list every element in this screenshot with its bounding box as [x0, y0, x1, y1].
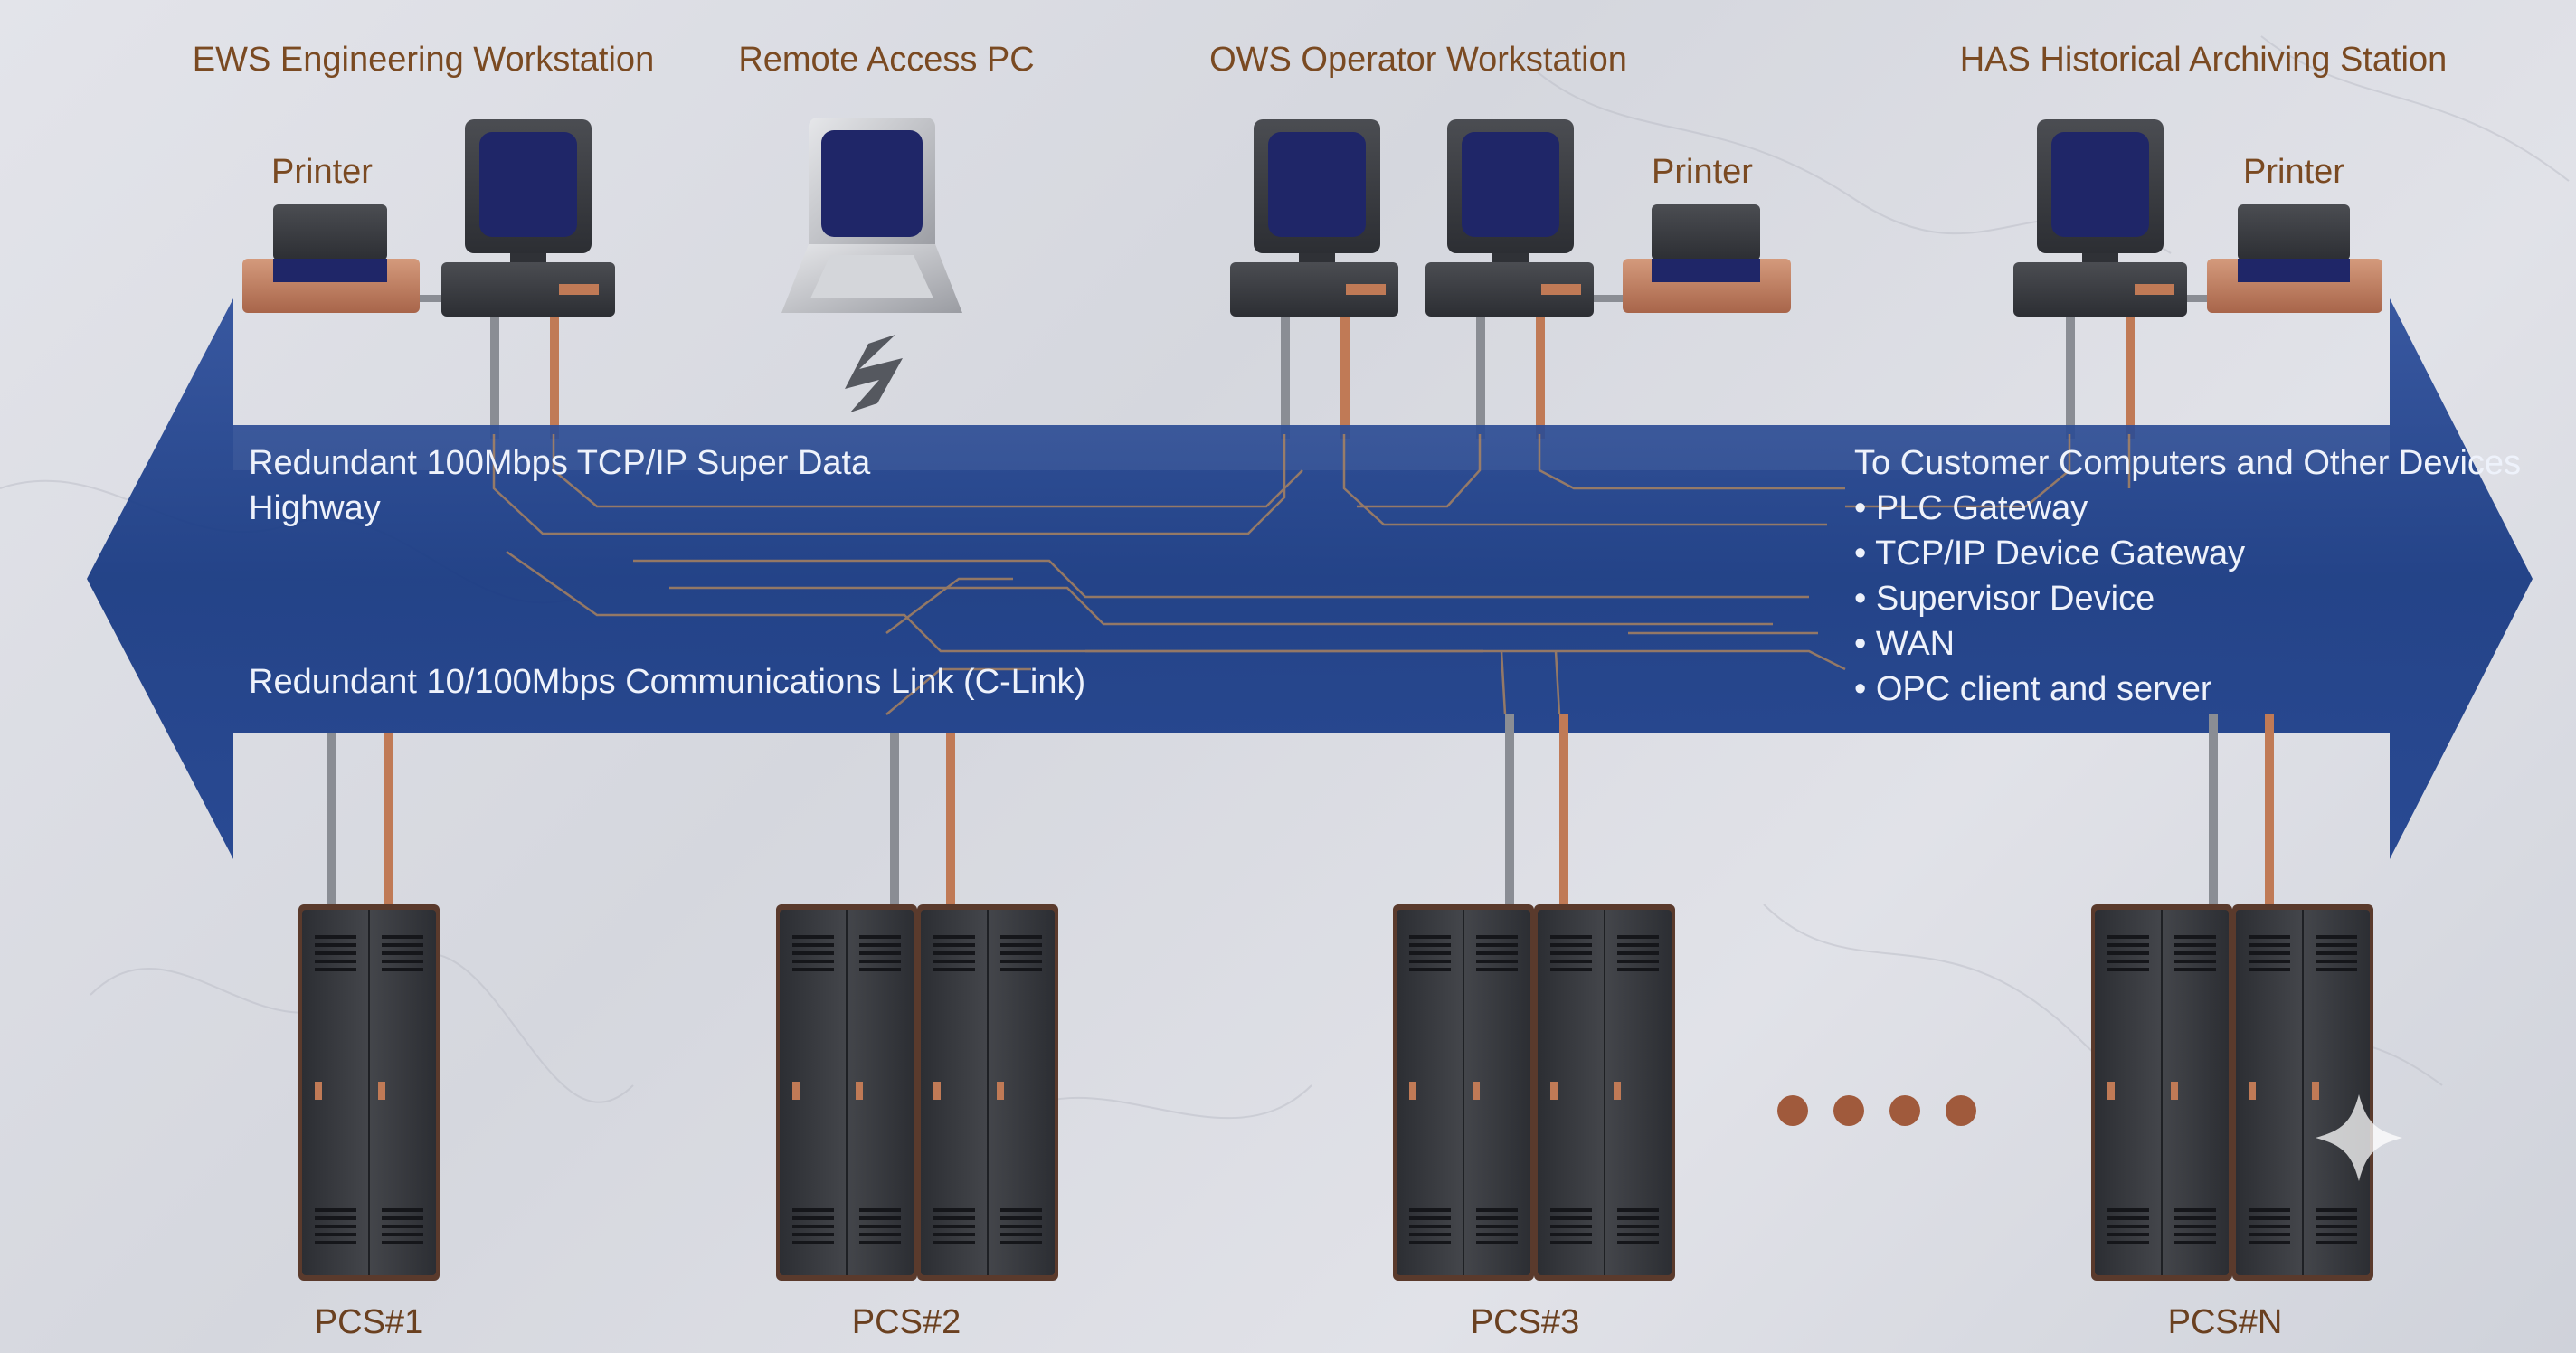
pcs-cabinets — [298, 904, 2373, 1281]
cabinet-icon — [1393, 904, 1534, 1281]
remote-access-title: Remote Access PC — [738, 41, 1034, 79]
ows-workstation-2[interactable] — [1425, 119, 1623, 317]
cabinet-icon — [2232, 904, 2373, 1281]
printer-icon — [2207, 204, 2382, 313]
monitor-icon — [1254, 119, 1380, 266]
cpu-icon — [1425, 262, 1594, 317]
clink-label: Redundant 10/100Mbps Communications Link… — [249, 663, 1085, 701]
pcs-label: PCS#2 — [852, 1303, 961, 1341]
pcs-cabinet-group[interactable] — [776, 904, 1058, 1281]
customer-item: • WAN — [1854, 625, 1955, 663]
cabinet-icon — [1534, 904, 1675, 1281]
monitor-icon — [465, 119, 592, 266]
has-title: HAS Historical Archiving Station — [1960, 41, 2448, 79]
cpu-icon — [441, 262, 615, 317]
printer-icon — [242, 204, 420, 313]
cpu-icon — [2013, 262, 2187, 317]
band-highlight — [233, 425, 2390, 470]
cpu-icon — [1230, 262, 1398, 317]
ews-workstation[interactable] — [242, 119, 615, 317]
cabinet-cables — [327, 714, 2274, 913]
sparkle-icon — [2316, 1094, 2402, 1181]
laptop-icon — [781, 118, 962, 313]
customer-item: • TCP/IP Device Gateway — [1854, 535, 2245, 572]
ows-title: OWS Operator Workstation — [1209, 41, 1627, 79]
printer-label-ows: Printer — [1652, 153, 1753, 191]
pcs-cabinet-group[interactable] — [1393, 904, 1675, 1281]
pcs-cabinet-group[interactable] — [298, 904, 440, 1281]
data-highway-band — [87, 298, 2533, 859]
has-workstation[interactable] — [2013, 119, 2211, 317]
customer-item: • Supervisor Device — [1854, 580, 2155, 618]
monitor-icon — [2037, 119, 2164, 266]
workstation-cables — [490, 312, 2135, 439]
ews-title: EWS Engineering Workstation — [193, 41, 654, 79]
printer-label-ews: Printer — [271, 153, 373, 191]
customer-item: • PLC Gateway — [1854, 489, 2088, 527]
remote-access-pc[interactable] — [781, 118, 962, 412]
highway-label-line2: Highway — [249, 489, 381, 527]
ows-workstation-1[interactable] — [1230, 119, 1398, 317]
customer-item: • OPC client and server — [1854, 670, 2212, 708]
cabinet-icon — [776, 904, 917, 1281]
more-cabinets-dots — [1777, 1095, 1976, 1126]
highway-label-line1: Redundant 100Mbps TCP/IP Super Data — [249, 444, 871, 482]
printer-label-has: Printer — [2243, 153, 2344, 191]
pcs-label: PCS#N — [2168, 1303, 2283, 1341]
cabinet-icon — [2091, 904, 2232, 1281]
pcs-cabinet-group[interactable] — [2091, 904, 2373, 1281]
cabinet-icon — [298, 904, 440, 1281]
customer-heading: To Customer Computers and Other Devices — [1854, 444, 2521, 482]
cabinet-icon — [917, 904, 1058, 1281]
circuit-traces — [492, 434, 2131, 715]
printer-icon — [1623, 204, 1791, 313]
pcs-label: PCS#3 — [1471, 1303, 1579, 1341]
monitor-icon — [1447, 119, 1574, 266]
wireless-icon — [845, 335, 903, 412]
pcs-label: PCS#1 — [315, 1303, 423, 1341]
